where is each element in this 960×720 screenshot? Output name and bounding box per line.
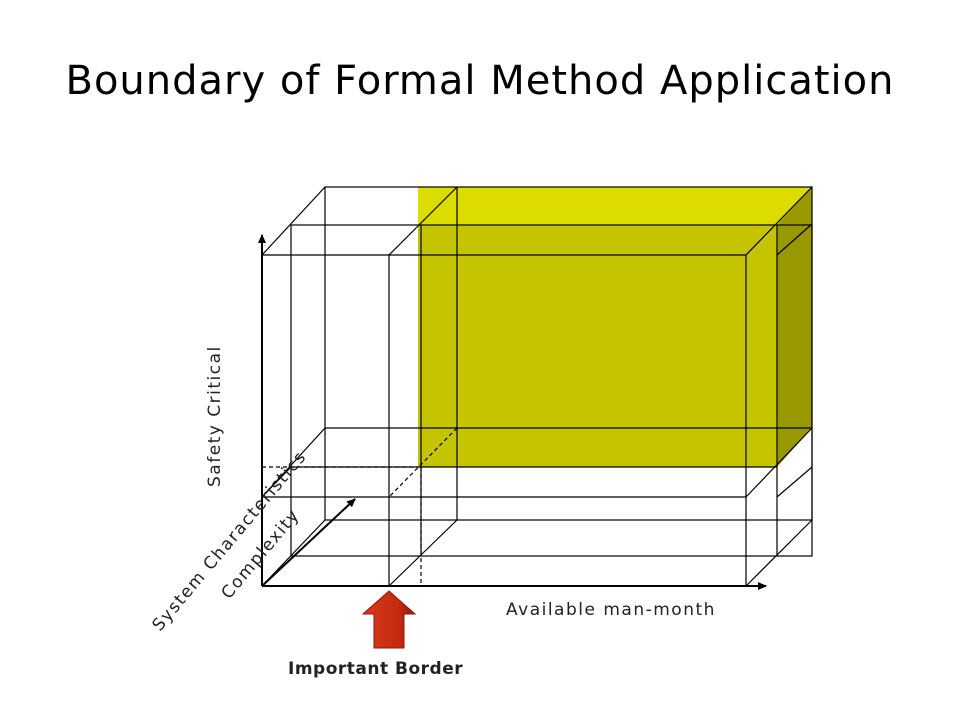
horizontal-axis-label: Available man-month bbox=[506, 600, 716, 620]
depth-axis-label-line1: System Characteristics bbox=[149, 447, 311, 635]
slide-title: Boundary of Formal Method Application bbox=[65, 58, 895, 104]
vertical-axis-label: Safety Critical bbox=[205, 345, 225, 487]
highlight-side-face bbox=[777, 187, 812, 467]
important-border-arrow-icon bbox=[361, 590, 417, 649]
cube-wireframe bbox=[261, 186, 813, 587]
highlight-top-face bbox=[418, 187, 812, 225]
depth-axis bbox=[261, 498, 356, 587]
important-border-label: Important Border bbox=[288, 659, 463, 679]
highlight-front-face bbox=[418, 225, 777, 467]
